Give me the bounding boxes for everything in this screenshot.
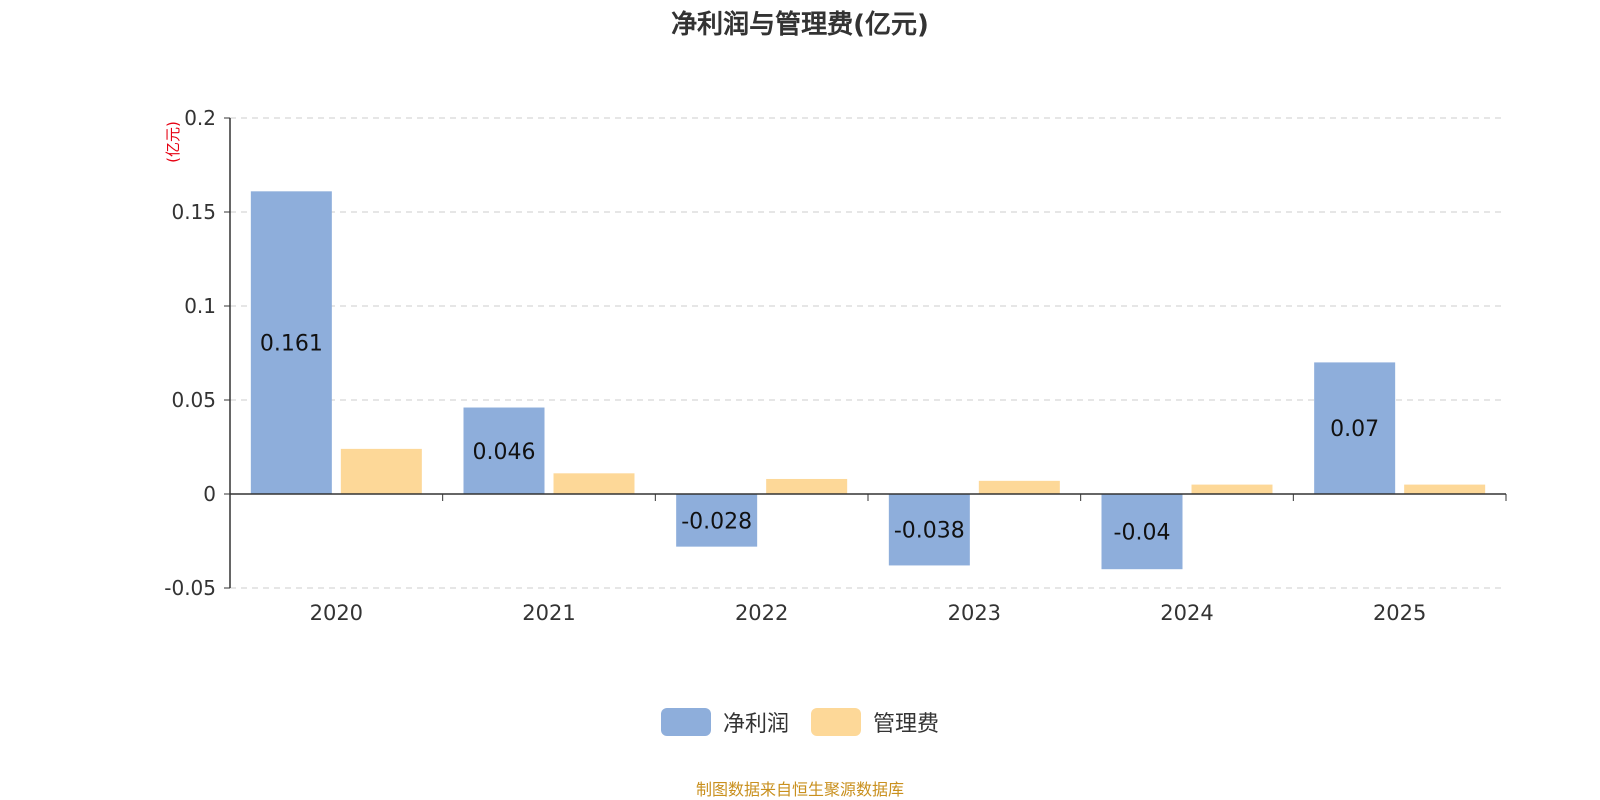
bar-management-fee — [1191, 484, 1273, 494]
bar-net-profit — [1101, 494, 1183, 570]
data-label: 0.07 — [1330, 417, 1379, 442]
x-tick-label: 2025 — [1373, 601, 1426, 625]
x-tick-label: 2021 — [522, 601, 575, 625]
data-label: 0.046 — [473, 440, 536, 465]
y-tick-label: 0.05 — [171, 388, 216, 412]
y-tick-label: 0.15 — [171, 200, 216, 224]
bar-net-profit — [676, 494, 758, 547]
data-label: -0.04 — [1114, 521, 1171, 546]
data-label: 0.161 — [260, 332, 323, 357]
chart-title: 净利润与管理费(亿元) — [671, 10, 929, 40]
y-tick-label: 0.1 — [184, 294, 216, 318]
y-tick-label: -0.05 — [164, 576, 216, 600]
x-tick-label: 2024 — [1160, 601, 1213, 625]
bar-management-fee — [978, 480, 1060, 494]
bar-management-fee — [766, 478, 848, 494]
legend-swatch-management-fee — [811, 708, 861, 736]
bar-net-profit — [1314, 362, 1396, 494]
bar-net-profit — [250, 191, 332, 494]
legend-swatch-net-profit — [660, 708, 711, 736]
bar-net-profit — [888, 494, 970, 566]
y-tick-label: 0.2 — [184, 106, 216, 130]
legend-item-management-fee[interactable]: 管理费 — [811, 706, 939, 738]
x-tick-label: 2020 — [310, 601, 363, 625]
x-tick-label: 2023 — [948, 601, 1001, 625]
bar-management-fee — [340, 448, 422, 494]
y-tick-label: 0 — [203, 482, 216, 506]
legend-label-management-fee: 管理费 — [873, 712, 940, 737]
data-label: -0.038 — [894, 519, 965, 544]
x-tick-label: 2022 — [735, 601, 788, 625]
legend-label-net-profit: 净利润 — [722, 712, 789, 737]
legend-item-net-profit[interactable]: 净利润 — [660, 706, 789, 738]
data-source-note: 制图数据来自恒生聚源数据库 — [695, 780, 904, 799]
y-axis-unit-label: (亿元) — [164, 121, 182, 163]
bar-management-fee — [1404, 484, 1486, 494]
bar-management-fee — [553, 473, 635, 494]
bar-net-profit — [463, 407, 545, 494]
data-label: -0.028 — [681, 509, 752, 534]
legend: 净利润 管理费 — [0, 706, 1600, 738]
